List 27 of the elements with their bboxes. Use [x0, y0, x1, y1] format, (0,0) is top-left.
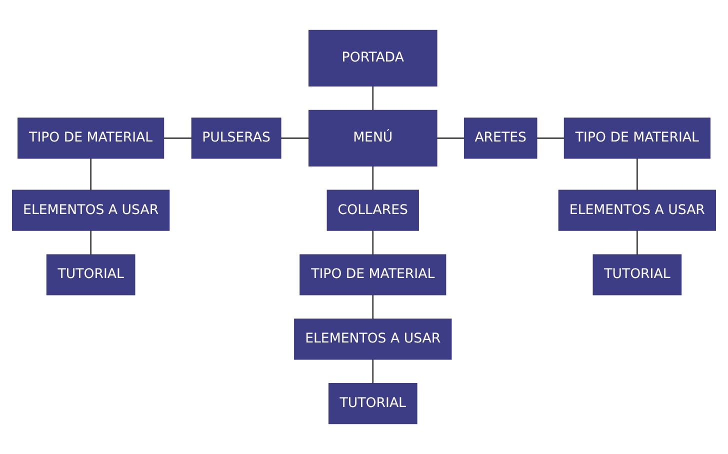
node-box: PULSERAS [191, 118, 282, 159]
connector [372, 86, 374, 110]
node-box: TIPO DE MATERIAL [18, 118, 164, 159]
connector [636, 158, 638, 190]
node-box: ELEMENTOS A USAR [294, 318, 452, 360]
connector [636, 230, 638, 255]
connector [536, 138, 564, 139]
node-box: ELEMENTOS A USAR [12, 190, 170, 231]
connector [281, 138, 309, 139]
connector [164, 138, 192, 139]
node-box: ELEMENTOS A USAR [558, 190, 716, 231]
connector [90, 158, 92, 190]
node-box: TUTORIAL [592, 254, 682, 296]
node-box: TUTORIAL [46, 254, 136, 296]
node-box: ARETES [464, 118, 538, 159]
node-box: TUTORIAL [328, 383, 418, 424]
node-box: MENÚ [308, 110, 438, 166]
node-box: COLLARES [326, 190, 419, 231]
node-box: TIPO DE MATERIAL [300, 254, 446, 296]
connector [372, 166, 374, 190]
node-box: PORTADA [308, 30, 438, 87]
connector [372, 359, 374, 384]
node-box: TIPO DE MATERIAL [564, 118, 710, 159]
connector [372, 294, 374, 319]
connector [372, 230, 374, 255]
connector [90, 230, 92, 255]
connector [436, 138, 464, 139]
